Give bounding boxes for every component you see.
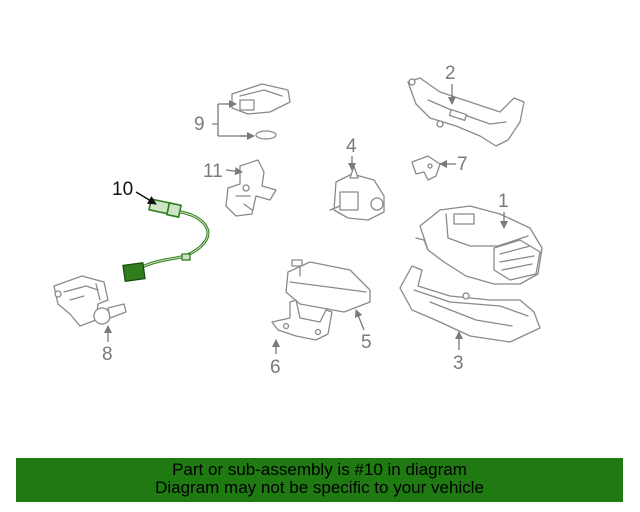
- part-8-bracket: [53, 275, 127, 327]
- part-6-bracket: [271, 299, 333, 341]
- banner-line-1: Part or sub-assembly is #10 in diagram: [172, 460, 467, 479]
- part-7-clip: [411, 155, 441, 181]
- callout-2: 2: [445, 63, 456, 84]
- leader-11: [225, 167, 243, 176]
- callout-3: 3: [453, 353, 464, 374]
- leader-5: [354, 309, 365, 331]
- callout-9: 9: [194, 114, 205, 135]
- part-9-sensor: [231, 83, 291, 140]
- leader-9: [212, 103, 254, 137]
- callout-7: 7: [457, 154, 468, 175]
- part-10-sensor: [122, 198, 210, 283]
- callout-5: 5: [361, 332, 372, 353]
- callout-1: 1: [498, 191, 509, 212]
- callout-8: 8: [102, 344, 113, 365]
- callout-4: 4: [346, 136, 357, 157]
- part-11-bracket: [225, 159, 277, 217]
- part-2-bracket: [407, 77, 525, 147]
- callout-10: 10: [112, 179, 133, 200]
- part-4-valve: [329, 165, 385, 221]
- part-1-canister: [415, 205, 543, 285]
- callout-6: 6: [270, 357, 281, 378]
- parts-diagram: 2 9 11 4 7 1: [53, 63, 543, 378]
- banner-line-2: Diagram may not be specific to your vehi…: [155, 478, 484, 497]
- leader-10: [135, 191, 157, 205]
- part-3-tray: [399, 265, 541, 343]
- info-banner: Part or sub-assembly is #10 in diagram D…: [16, 458, 623, 502]
- callout-11: 11: [203, 161, 223, 182]
- part-5-cover: [285, 259, 371, 313]
